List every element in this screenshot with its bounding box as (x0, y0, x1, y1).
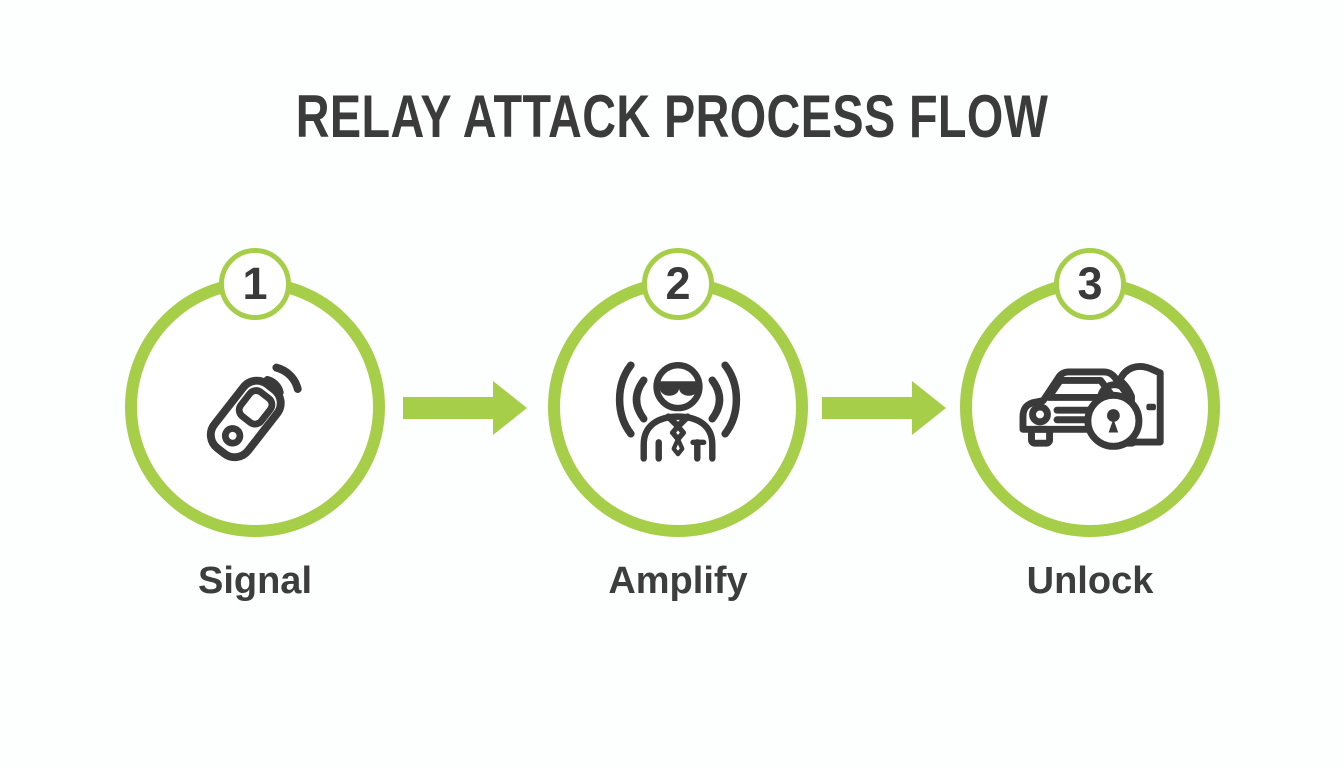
arrow-head (493, 381, 527, 435)
attacker-amplifier-icon (603, 348, 753, 466)
step-number-badge: 2 (642, 248, 714, 320)
arrow-tail (403, 397, 493, 419)
arrow-tail (822, 397, 912, 419)
car-unlock-icon (1010, 349, 1170, 466)
arrow-right-icon (822, 381, 946, 435)
step-number: 2 (665, 258, 691, 309)
step-label-signal: Signal (197, 560, 313, 602)
step-circle-signal: 1 (125, 248, 385, 537)
step-label-amplify: Amplify (608, 560, 748, 602)
step-circle-amplify: 2 (548, 248, 808, 537)
arrow-head (912, 381, 946, 435)
key-fob-signal-icon (193, 340, 317, 475)
step-number-badge: 1 (219, 248, 291, 320)
step-number: 1 (242, 258, 268, 309)
step-label-unlock: Unlock (1026, 560, 1154, 602)
step-circle-unlock: 3 (960, 248, 1220, 537)
step-number: 3 (1077, 258, 1103, 309)
arrow-right-icon (403, 381, 527, 435)
page-title: RELAY ATTACK PROCESS FLOW (295, 83, 1049, 150)
step-number-badge: 3 (1054, 248, 1126, 320)
